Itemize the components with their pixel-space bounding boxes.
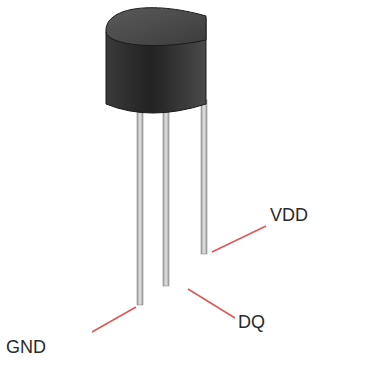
gnd-leg: [137, 100, 143, 305]
dq-leader: [188, 289, 235, 318]
dq-leg: [163, 104, 169, 286]
gnd-leader: [92, 307, 136, 332]
pin-label: GND: [6, 338, 46, 358]
pin-label: VDD: [270, 206, 308, 226]
package-top: [106, 8, 206, 46]
vdd-leg: [201, 100, 207, 254]
vdd-leader: [212, 226, 266, 252]
pin-label: DQ: [238, 313, 265, 333]
